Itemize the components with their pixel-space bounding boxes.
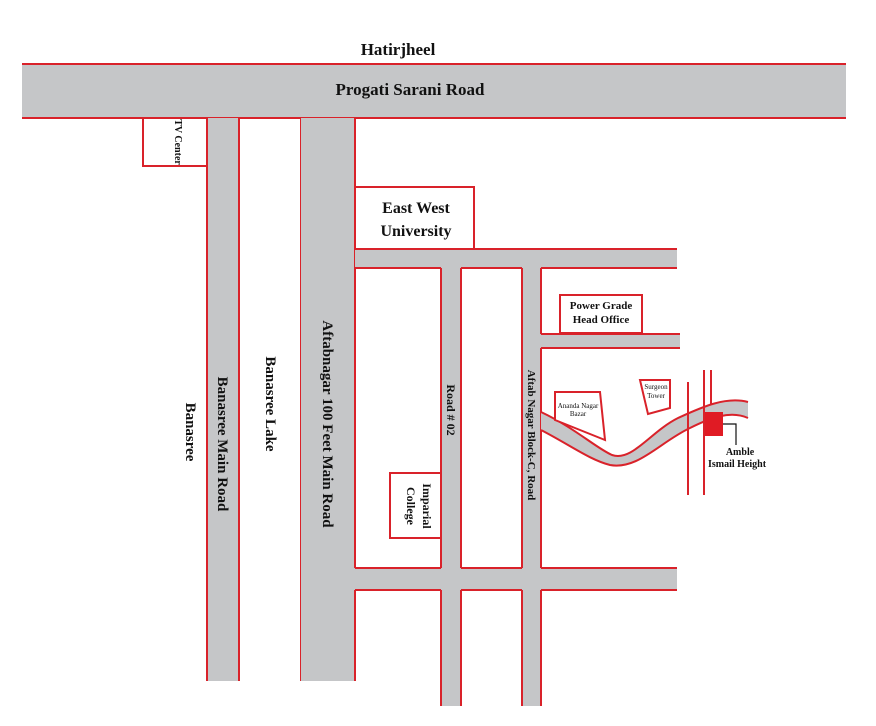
block-c-road bbox=[521, 268, 542, 706]
aftabnagar-100-feet-road bbox=[301, 118, 356, 681]
ananda-label-line1: Ananda Nagar bbox=[558, 402, 599, 410]
progati-road-label: Progati Sarani Road bbox=[336, 80, 485, 99]
banasree-lake-label: Banasree Lake bbox=[262, 356, 278, 451]
amble-label-line1: Amble bbox=[726, 447, 755, 458]
block-c-road-label: Aftab Nagar Block-C, Road bbox=[525, 370, 537, 501]
road-02 bbox=[440, 268, 462, 706]
power-grade-lane bbox=[541, 333, 680, 349]
upper-cross-road bbox=[355, 248, 677, 269]
imparial-college-building bbox=[389, 472, 442, 539]
aftabnagar-road-label: Aftabnagar 100 Feet Main Road bbox=[319, 320, 335, 528]
power-grade-label-line1: Power Grade bbox=[570, 300, 633, 312]
progati-sarani-road bbox=[22, 63, 846, 119]
tv-center-label-text: TV Center bbox=[172, 119, 183, 165]
ewu-label-line1: East West bbox=[382, 200, 450, 217]
surgeon-label-line2: Tower bbox=[647, 392, 665, 400]
power-grade-building bbox=[559, 294, 643, 334]
surgeon-tower-building bbox=[638, 379, 671, 416]
ananda-nagar-bazar-building bbox=[554, 391, 607, 442]
east-west-university-building bbox=[354, 186, 475, 250]
surgeon-label-line1: Surgeon bbox=[644, 383, 668, 391]
power-grade-label-line2: Head Office bbox=[573, 314, 630, 326]
imparial-label-line1: Imparial bbox=[420, 483, 434, 529]
banasree-label: Banasree bbox=[182, 403, 198, 462]
amble-label-line2: Ismail Height bbox=[708, 459, 767, 470]
hatirjheel-label: Hatirjheel bbox=[361, 40, 436, 59]
ewu-label-line2: University bbox=[380, 223, 451, 240]
tv-center-label: TV Center bbox=[172, 119, 183, 165]
banasree-main-road-label: Banasree Main Road bbox=[214, 377, 230, 512]
marker-leader-line bbox=[723, 423, 737, 445]
lower-cross-road bbox=[355, 567, 677, 591]
ananda-label-line2: Bazar bbox=[570, 410, 587, 418]
red-square-marker-icon bbox=[705, 412, 723, 436]
imparial-label-line2: College bbox=[404, 487, 418, 526]
banasree-main-road bbox=[206, 118, 240, 681]
tv-center-building bbox=[142, 117, 208, 167]
road02-label: Road # 02 bbox=[444, 384, 458, 435]
